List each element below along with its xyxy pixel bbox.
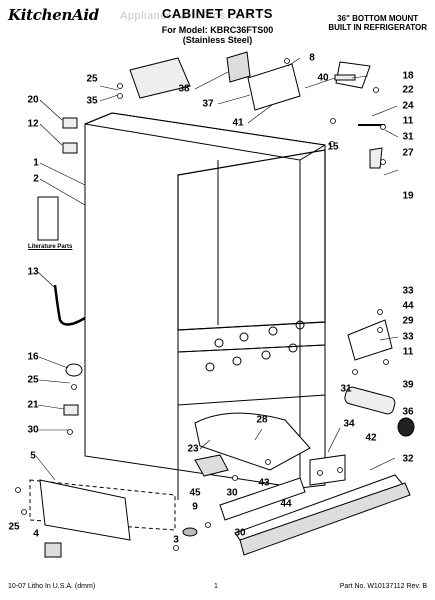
product-spec-line2: BUILT IN REFRIGERATOR [328, 23, 427, 32]
cabinet-shell [84, 112, 326, 500]
callout-label: 16 [27, 351, 39, 363]
footer-page-number: 1 [214, 583, 218, 590]
footer-part-number: Part No. W10137112 Rev. B [339, 583, 427, 590]
callout-label: 15 [327, 141, 339, 153]
callout-label: 21 [27, 399, 39, 411]
callout-label: 23 [187, 443, 199, 455]
footer-print-info: 10-07 Litho In U.S.A. (dmm) [8, 583, 96, 590]
callout-label: 44 [402, 300, 414, 312]
leader-lines [35, 57, 399, 481]
callout-label: 38 [178, 83, 190, 95]
callout-label: 24 [402, 100, 414, 112]
literature-card [37, 196, 59, 241]
callout-label: 33 [402, 285, 414, 297]
left-hardware [29, 117, 176, 558]
callout-label: 18 [402, 70, 414, 82]
callout-label: 28 [256, 414, 268, 426]
callout-label: 35 [86, 95, 98, 107]
callout-label: 37 [202, 98, 214, 110]
product-spec-line1: 36" BOTTOM MOUNT [337, 14, 419, 23]
callout-label: 32 [402, 453, 414, 465]
callout-label: 20 [27, 94, 39, 106]
callout-label: 39 [402, 379, 414, 391]
callout-label: 4 [33, 528, 39, 540]
watermark: AppliancePartsPros.com [120, 10, 252, 22]
callout-label: 1 [33, 157, 39, 169]
callout-label: 44 [280, 498, 292, 510]
top-bracket [129, 51, 371, 111]
page-title: CABINET PARTS [162, 6, 273, 21]
callout-label: 36 [402, 406, 414, 418]
callout-label: 11 [402, 115, 414, 127]
callout-label: 33 [402, 331, 414, 343]
callout-label: 3 [173, 534, 179, 546]
brand-logo: KitchenAid [8, 6, 99, 24]
callout-label: 25 [8, 521, 20, 533]
callout-label: 31 [402, 131, 414, 143]
callout-label: 11 [402, 346, 414, 358]
callout-label: 30 [234, 527, 246, 539]
cabinet-vent-holes [205, 320, 305, 372]
callout-label: 34 [343, 418, 355, 430]
model-finish: (Stainless Steel) [182, 35, 253, 45]
callout-label: 5 [30, 450, 36, 462]
callout-label: 19 [402, 190, 414, 202]
callout-label: 41 [232, 117, 244, 129]
callout-label: 42 [365, 432, 377, 444]
callout-label: 40 [317, 72, 329, 84]
product-spec: 36" BOTTOM MOUNT BUILT IN REFRIGERATOR [328, 14, 427, 32]
callout-label: 29 [402, 315, 414, 327]
callout-label: 45 [189, 487, 201, 499]
model-info: For Model: KBRC36FTS00 (Stainless Steel) [0, 25, 435, 45]
callout-label: 13 [27, 266, 39, 278]
callout-label: 22 [402, 84, 414, 96]
callout-label: 43 [258, 477, 270, 489]
callout-label: 25 [86, 73, 98, 85]
callout-label: 31 [340, 383, 352, 395]
callout-label: 12 [27, 118, 39, 130]
callout-label: 25 [27, 374, 39, 386]
callout-label: 30 [27, 424, 39, 436]
fasteners [15, 58, 389, 551]
callout-label: 8 [309, 52, 315, 64]
callout-label: 9 [192, 501, 198, 513]
callout-label: 30 [226, 487, 238, 499]
callout-label: 2 [33, 173, 39, 185]
callout-label: 27 [402, 147, 414, 159]
model-number: For Model: KBRC36FTS00 [161, 25, 274, 35]
bottom-assemblies [182, 412, 411, 556]
literature-parts-label: Literature Parts [28, 244, 73, 250]
